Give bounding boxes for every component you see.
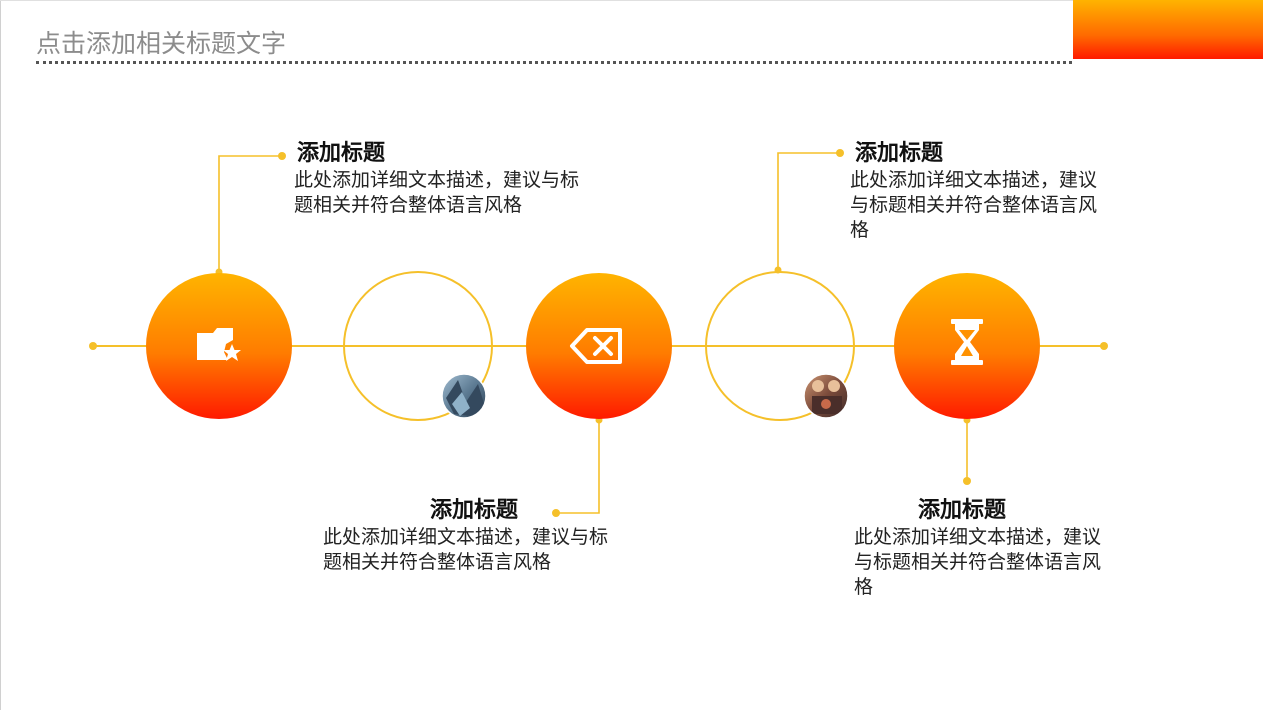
callout-desc-3: 此处添加详细文本描述，建议与标题相关并符合整体语言风格: [323, 526, 609, 573]
callout-title-3: 添加标题: [430, 498, 519, 523]
connector-3-dot-end: [552, 509, 560, 517]
corner-accent-block: [1073, 0, 1263, 59]
step-circle-2: [526, 273, 672, 419]
page-title: 点击添加相关标题文字: [36, 29, 287, 58]
connector-1-dot-end: [278, 152, 286, 160]
timeline-end-dot: [1100, 342, 1108, 350]
callout-block-4: 添加标题 此处添加详细文本描述，建议与标题相关并符合整体语言风格: [854, 497, 1119, 600]
folder-star-icon: [197, 328, 241, 361]
callout-desc-1: 此处添加详细文本描述，建议与标题相关并符合整体语言风格: [294, 169, 580, 216]
callout-desc-2: 此处添加详细文本描述，建议与标题相关并符合整体语言风格: [850, 169, 1098, 241]
callout-block-1: 添加标题 此处添加详细文本描述，建议与标题相关并符合整体语言风格: [294, 140, 579, 218]
callout-title-4: 添加标题: [918, 498, 1007, 523]
connector-4-dot-end: [963, 477, 971, 485]
timeline-start-dot: [89, 342, 97, 350]
title-dotted-rule: [36, 61, 1072, 64]
callout-block-2: 添加标题 此处添加详细文本描述，建议与标题相关并符合整体语言风格: [850, 140, 1115, 243]
connector-2-dot-start: [774, 266, 782, 274]
callout-block-3: 添加标题 此处添加详细文本描述，建议与标题相关并符合整体语言风格: [323, 497, 608, 575]
callout-title-1: 添加标题: [297, 141, 386, 166]
callout-desc-4: 此处添加详细文本描述，建议与标题相关并符合整体语言风格: [854, 526, 1102, 598]
connector-1: [218, 155, 282, 272]
page-top-border: [0, 0, 1263, 1]
page-left-border: [0, 0, 1, 710]
backspace-icon: [570, 328, 622, 364]
connector-2-dot-end: [836, 149, 844, 157]
outline-ring-1: [343, 271, 493, 421]
hourglass-icon: [951, 319, 983, 365]
photo-thumbnail-1: [442, 374, 486, 418]
connector-3: [556, 420, 600, 514]
connector-2: [777, 152, 840, 270]
photo-thumbnail-2: [804, 374, 848, 418]
callout-title-2: 添加标题: [855, 141, 944, 166]
